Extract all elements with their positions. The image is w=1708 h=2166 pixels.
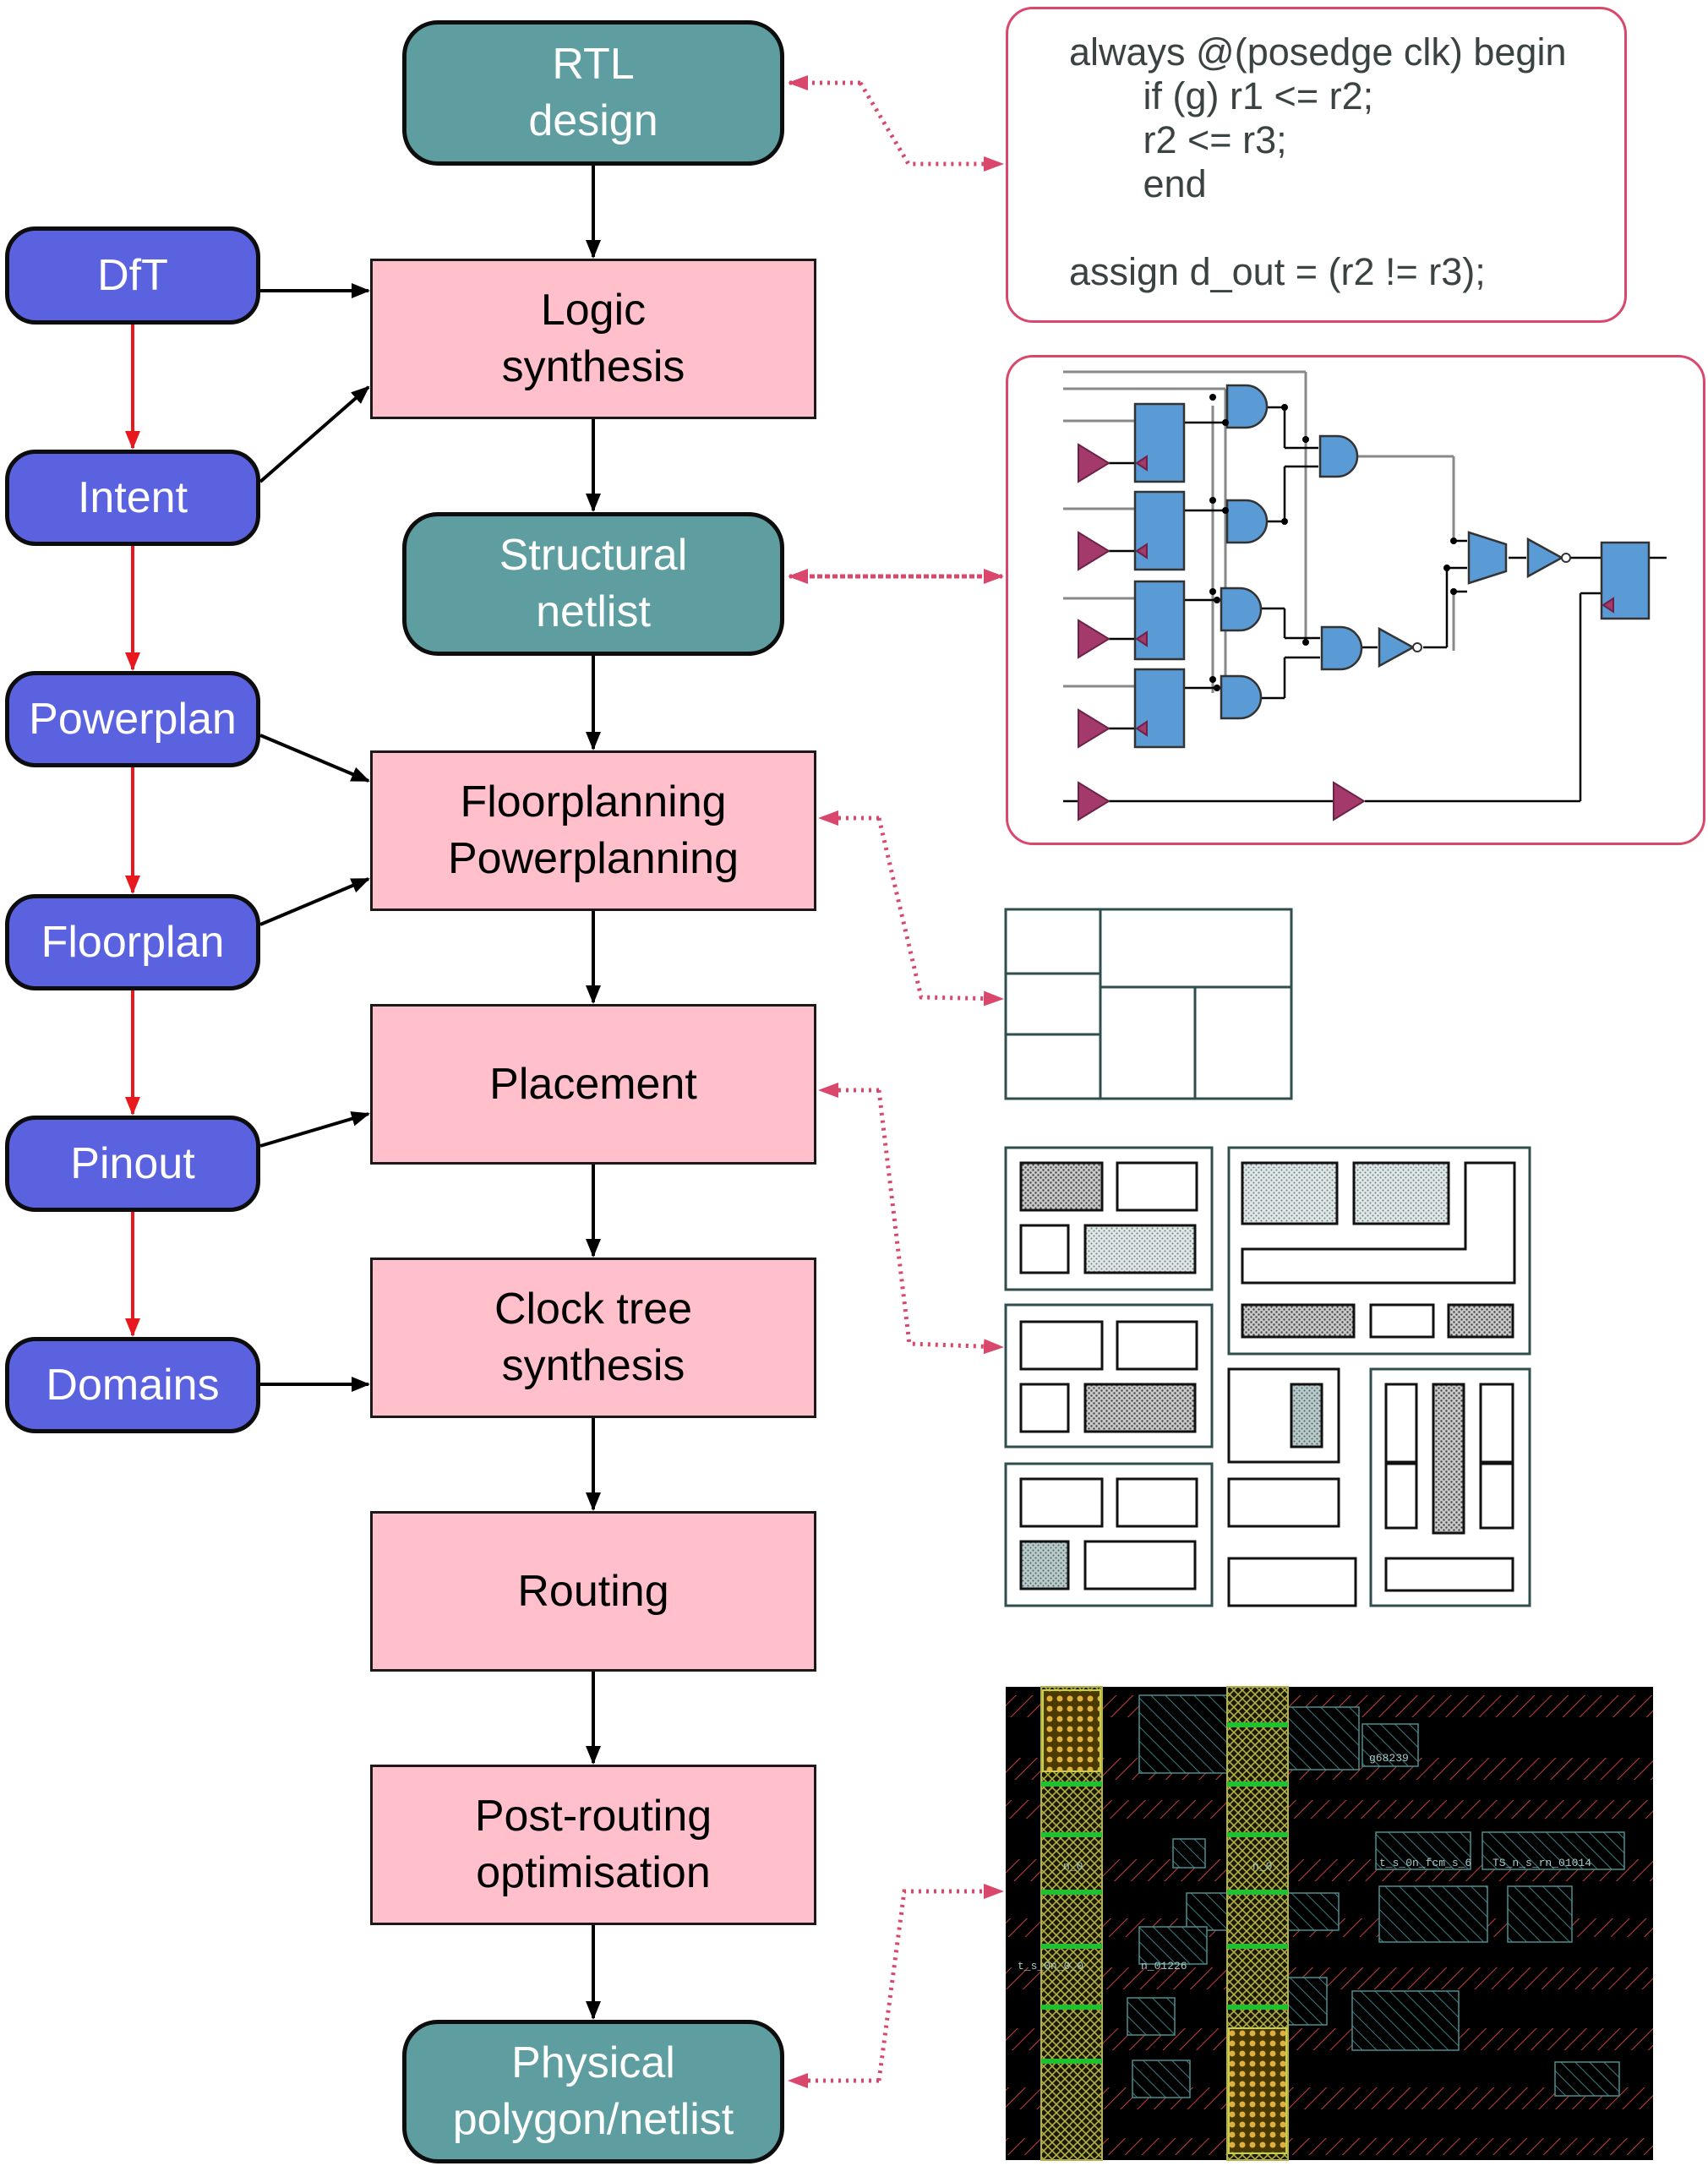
input-floorplan-label: Floorplan — [41, 917, 225, 967]
code-line: assign d_out = (r2 != r3); — [1069, 250, 1486, 293]
logic-synthesis-node: Logic synthesis — [370, 259, 816, 419]
post-routing-node: Post-routing optimisation — [370, 1765, 816, 1925]
rtl-line1: RTL — [552, 40, 635, 90]
placement-sketch — [1004, 1146, 1531, 1607]
postroute-line1: Post-routing — [474, 1792, 712, 1841]
dotted-links — [784, 75, 1002, 2088]
logic-line1: Logic — [540, 286, 647, 336]
input-powerplan: Powerplan — [5, 671, 260, 767]
input-domains-label: Domains — [46, 1360, 220, 1410]
structural-line1: Structural — [499, 531, 688, 581]
code-line: r2 <= r3; — [1069, 118, 1287, 161]
physical-line1: Physical — [511, 2038, 675, 2088]
cts-line2: synthesis — [501, 1341, 685, 1390]
physical-layout-view: g68239 n_0 n_0 t_s_0n_fcm_s_6 TS_n_s_rn_… — [1006, 1686, 1653, 2161]
code-line: if (g) r1 <= r2; — [1069, 74, 1374, 117]
input-dft-label: DfT — [97, 250, 168, 300]
structural-line2: netlist — [536, 587, 651, 636]
input-pinout: Pinout — [5, 1116, 260, 1212]
input-intent: Intent — [5, 450, 260, 546]
input-floorplan: Floorplan — [5, 894, 260, 990]
structural-netlist-node: Structural netlist — [402, 512, 784, 656]
code-line: always @(posedge clk) begin — [1069, 30, 1567, 74]
rtl-line2: design — [528, 96, 658, 145]
input-powerplan-label: Powerplan — [29, 694, 237, 744]
routing-line1: Routing — [517, 1566, 669, 1616]
floorplanning-line1: Floorplanning — [460, 777, 727, 827]
layout-label: TS_n_s_rn_01014 — [1492, 1857, 1591, 1869]
floorplanning-node: Floorplanning Powerplanning — [370, 750, 816, 911]
postroute-line2: optimisation — [476, 1848, 711, 1897]
physical-line2: polygon/netlist — [452, 2095, 734, 2144]
layout-label: t_s_0n_fcm_s_6 — [1379, 1857, 1471, 1869]
layout-label: g68239 — [1369, 1752, 1409, 1765]
placement-line1: Placement — [489, 1059, 697, 1109]
layout-label: n_0 — [1063, 1860, 1083, 1873]
input-pinout-label: Pinout — [70, 1138, 195, 1188]
input-dft: DfT — [5, 226, 260, 325]
input-intent-label: Intent — [77, 472, 188, 522]
floorplanning-line2: Powerplanning — [447, 834, 739, 883]
netlist-schematic-panel — [1006, 355, 1705, 845]
logic-line2: synthesis — [501, 342, 685, 391]
layout-label: n_01226 — [1141, 1960, 1187, 1972]
physical-netlist-node: Physical polygon/netlist — [402, 2020, 784, 2163]
rtl-code-panel — [1006, 7, 1627, 323]
netlist-schematic — [1063, 370, 1667, 821]
layout-label: t_s_0n_0_0 — [1018, 1960, 1083, 1972]
input-domains: Domains — [5, 1337, 260, 1433]
floorplan-sketch — [1004, 908, 1293, 1100]
rtl-code: always @(posedge clk) begin if (g) r1 <=… — [1069, 30, 1566, 294]
placement-node: Placement — [370, 1004, 816, 1165]
code-line: end — [1069, 162, 1207, 205]
cts-line1: Clock tree — [494, 1285, 693, 1334]
routing-node: Routing — [370, 1511, 816, 1672]
clock-tree-synthesis-node: Clock tree synthesis — [370, 1258, 816, 1418]
layout-label: n_0 — [1252, 1860, 1272, 1873]
input-arrows — [259, 283, 370, 1392]
rtl-design-node: RTL design — [402, 20, 784, 166]
